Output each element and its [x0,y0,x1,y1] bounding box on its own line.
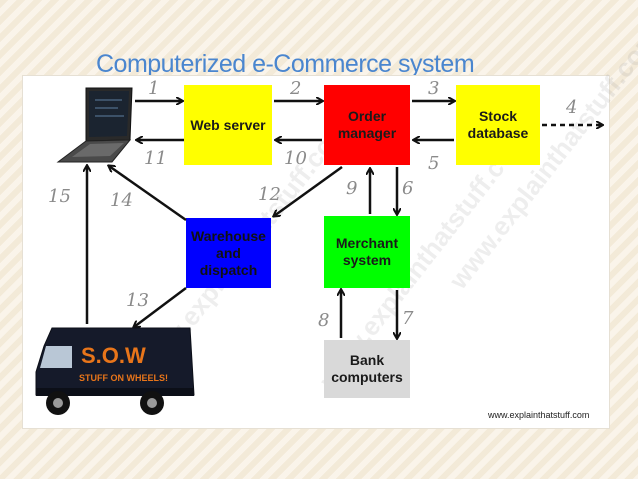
arrow-number-10: 10 [284,148,307,169]
laptop-icon [56,87,133,163]
arrow-number-8: 8 [318,310,330,331]
order-manager-box: Order manager [324,85,410,165]
arrow-number-5: 5 [428,153,440,174]
arrow-number-1: 1 [148,78,160,99]
merchant-system-box: Merchant system [324,216,410,288]
arrow-number-15: 15 [48,186,71,207]
arrow-number-13: 13 [126,290,149,311]
web-server-box: Web server [184,85,272,165]
warehouse-box: Warehouse and dispatch [186,218,271,288]
arrow-number-3: 3 [428,78,440,99]
delivery-van-icon: S.O.W STUFF ON WHEELS! [35,327,195,415]
arrow-number-2: 2 [290,78,302,99]
arrow-number-7: 7 [402,308,414,329]
van-title: S.O.W [81,343,146,368]
arrow-number-4: 4 [566,97,578,118]
bank-computers-box: Bank computers [324,340,410,398]
slide-title: Computerized e-Commerce system [96,50,475,78]
source-credit: www.explainthatstuff.com [488,410,590,420]
arrow-number-6: 6 [402,178,414,199]
van-subtitle: STUFF ON WHEELS! [79,373,168,383]
arrow-number-12: 12 [258,184,281,205]
arrow-number-11: 11 [144,148,167,169]
arrow-number-9: 9 [346,178,358,199]
arrow-number-14: 14 [110,190,133,211]
stock-database-box: Stock database [456,85,540,165]
